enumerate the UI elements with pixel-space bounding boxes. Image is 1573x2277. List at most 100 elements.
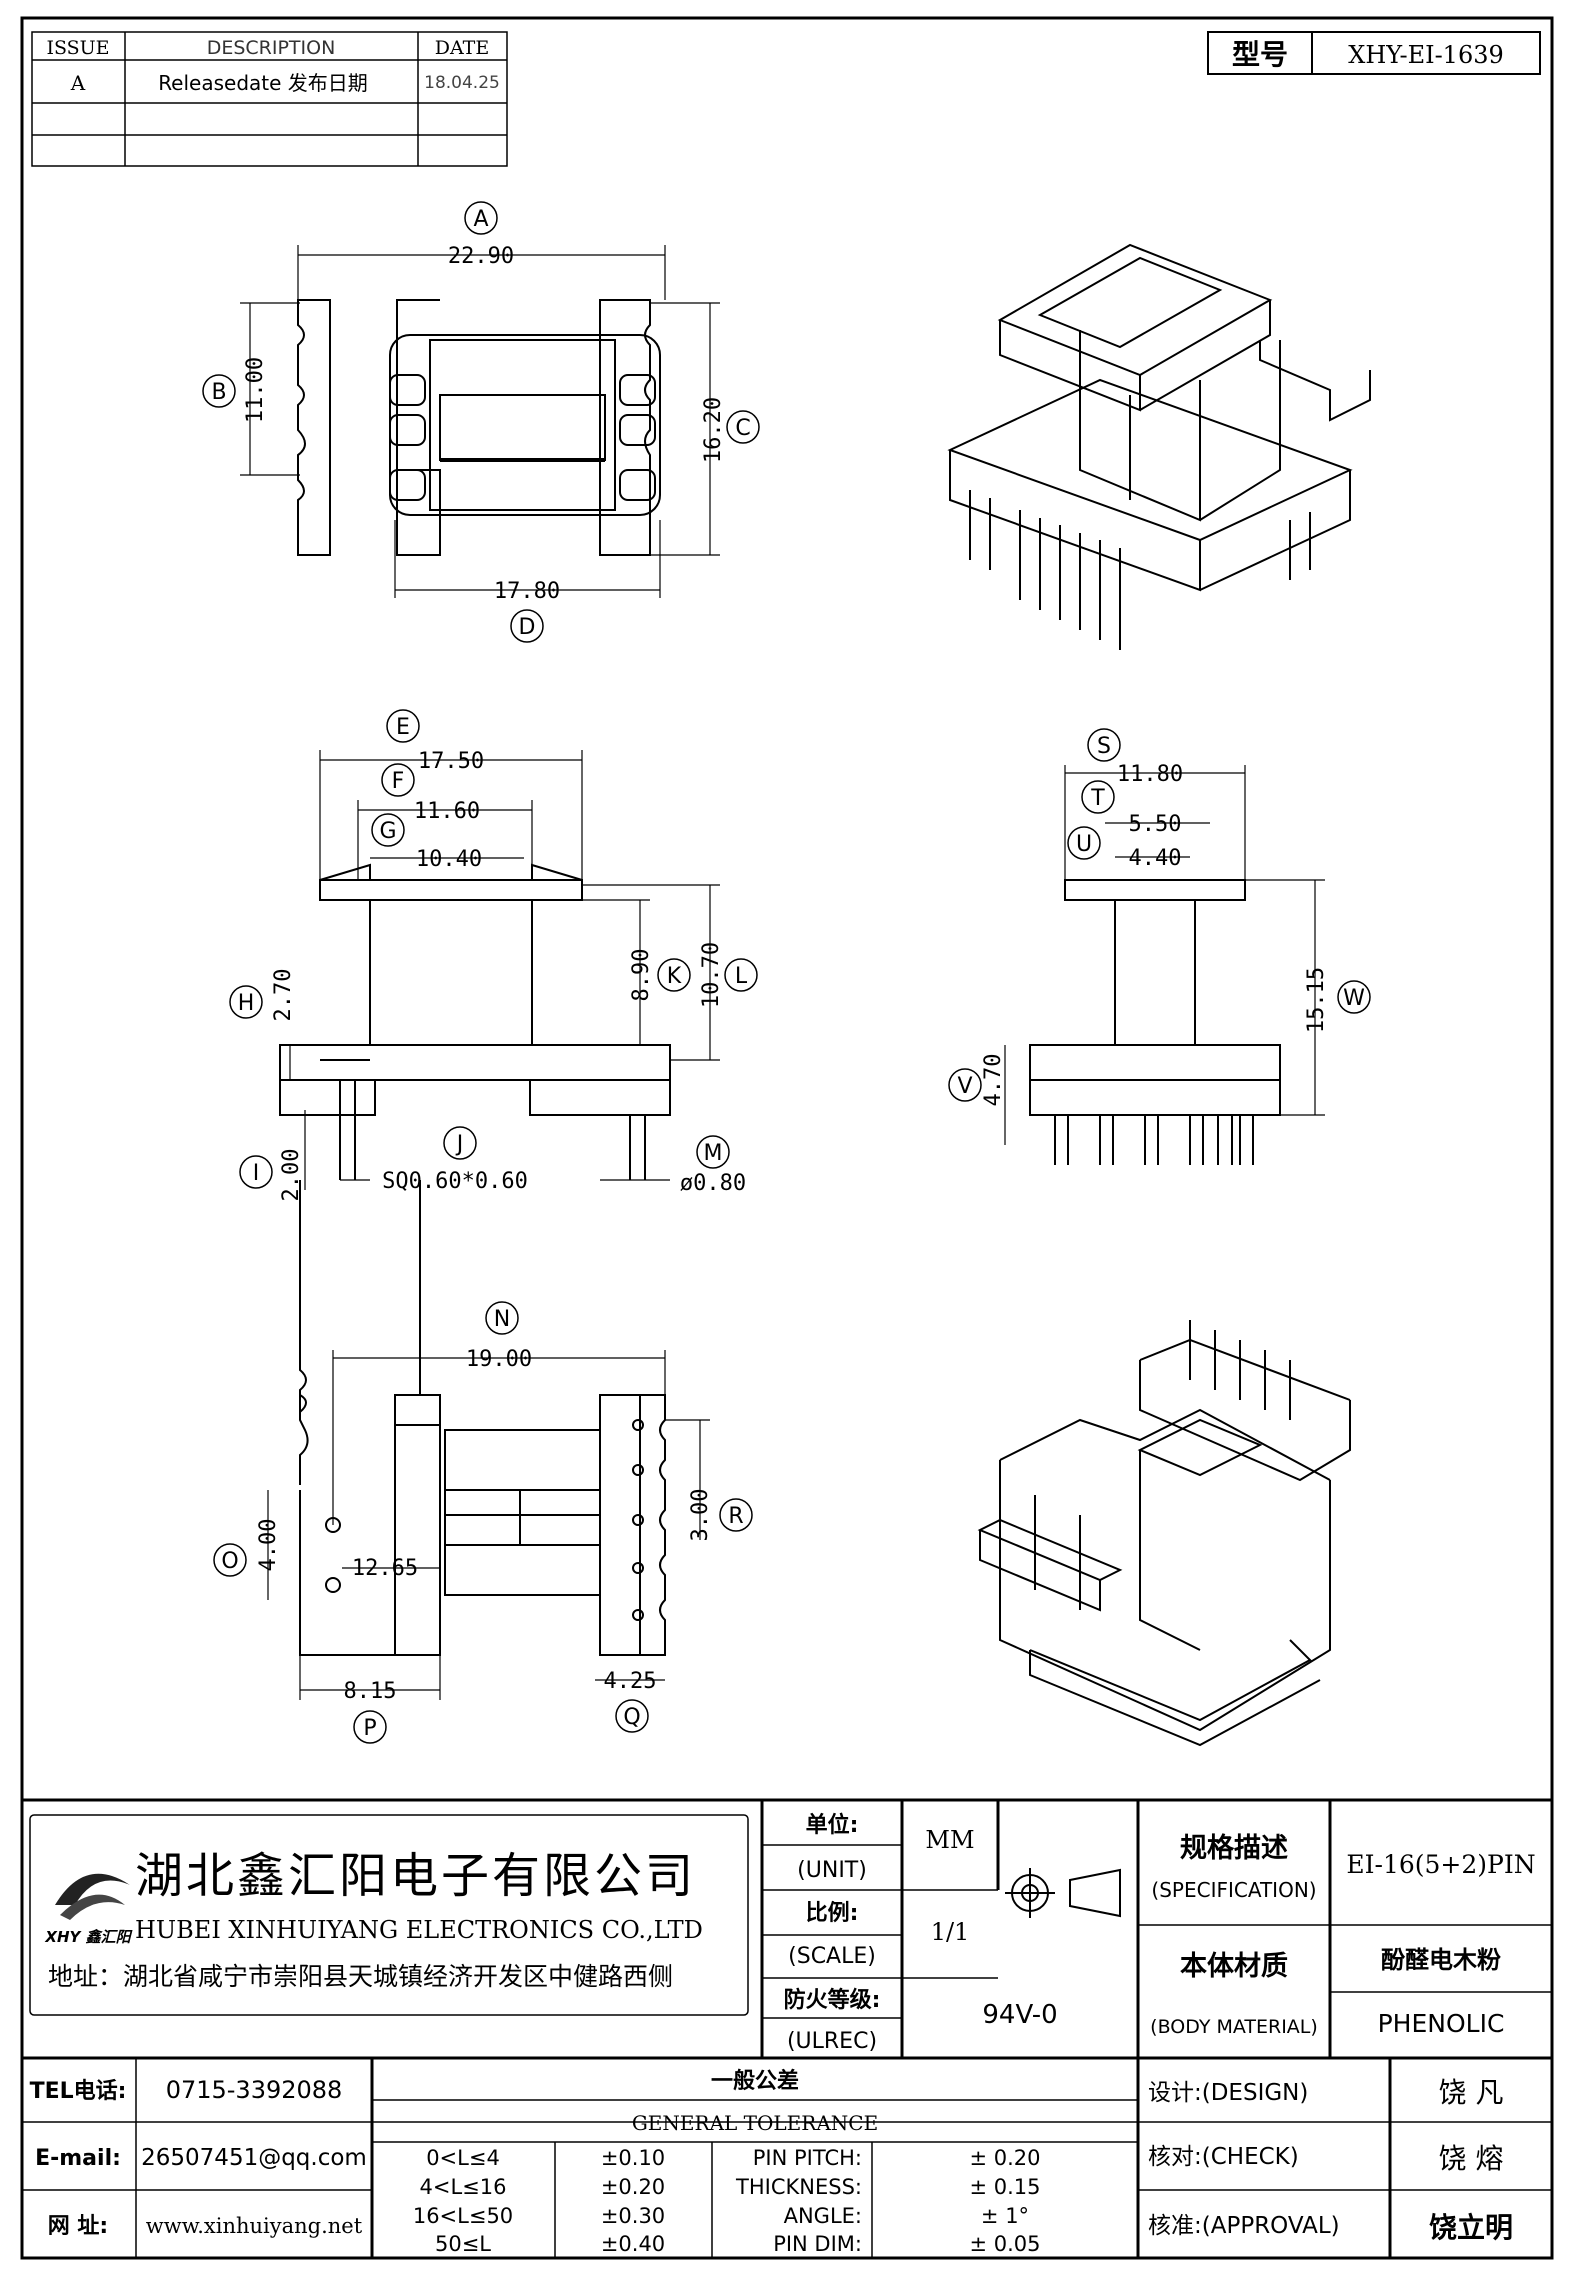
letter-D: D xyxy=(519,615,536,640)
top-view-dims xyxy=(240,245,720,598)
tol-itemval-4: ± 0.05 xyxy=(969,2232,1040,2256)
rev-row-description: Releasedate 发布日期 xyxy=(158,71,368,95)
model-box xyxy=(1207,31,1541,75)
letter-O: O xyxy=(221,1549,238,1574)
rev-header-description: DESCRIPTION xyxy=(207,37,336,59)
dim-W-value: 15.15 xyxy=(1304,967,1329,1033)
letter-T: T xyxy=(1090,786,1105,811)
email-value: 26507451@qq.com xyxy=(141,2145,367,2171)
scale-label-en: (SCALE) xyxy=(788,1944,876,1969)
letter-bubbles-side xyxy=(948,728,1371,1102)
tol-item-3: ANGLE: xyxy=(784,2204,862,2228)
tol-value-4: ±0.40 xyxy=(601,2232,665,2256)
dim-U-value: 4.40 xyxy=(1129,846,1182,871)
letter-J: J xyxy=(455,1132,464,1157)
dim-D-value: 17.80 xyxy=(494,579,560,604)
approval-name: 饶立明 xyxy=(1429,2211,1513,2244)
letter-Q: Q xyxy=(623,1705,640,1730)
rev-header-issue: ISSUE xyxy=(46,37,109,59)
company-address: 地址：湖北省咸宁市崇阳县天城镇经济开发区中健路西侧 xyxy=(48,1962,673,1991)
dim-M-value: ø0.80 xyxy=(680,1171,746,1196)
dim-Q-value: 4.25 xyxy=(604,1669,657,1694)
model-label: 型号 xyxy=(1232,38,1288,71)
rev-row-issue: A xyxy=(70,71,86,95)
tol-range-1: 0<L≤4 xyxy=(426,2146,500,2170)
side-view-dims xyxy=(1004,765,1325,1145)
spec-value: EI-16(5+2)PIN xyxy=(1346,1850,1535,1879)
sheet-border xyxy=(20,16,1554,2260)
tol-value-2: ±0.20 xyxy=(601,2175,665,2199)
letter-bubbles-bottom xyxy=(213,1301,753,1744)
letter-G: G xyxy=(379,819,396,844)
tol-itemval-3: ± 1° xyxy=(981,2204,1029,2228)
unit-label-en: (UNIT) xyxy=(797,1858,867,1883)
tol-value-3: ±0.30 xyxy=(601,2204,665,2228)
material-label-cn: 本体材质 xyxy=(1180,1951,1288,1982)
letter-U: U xyxy=(1076,832,1092,857)
fire-label-cn: 防火等级: xyxy=(784,1987,881,2013)
dim-G-value: 10.40 xyxy=(416,847,482,872)
material-value-en: PHENOLIC xyxy=(1378,2009,1505,2038)
letter-P: P xyxy=(363,1716,376,1741)
side-view xyxy=(1029,879,1281,1165)
model-value: XHY-EI-1639 xyxy=(1348,41,1504,69)
dim-P-value: 8.15 xyxy=(344,1679,397,1704)
dim-inner-value: 12.65 xyxy=(352,1556,418,1581)
company-name-en: HUBEI XINHUIYANG ELECTRONICS CO.,LTD xyxy=(135,1916,703,1944)
dim-E-value: 17.50 xyxy=(418,749,484,774)
logo-text: XHY 鑫汇阳 xyxy=(44,1928,132,1946)
letter-bubbles-front xyxy=(229,709,758,1189)
material-label-en: (BODY MATERIAL) xyxy=(1150,2016,1318,2038)
check-name: 饶 熔 xyxy=(1439,2142,1504,2175)
letter-A: A xyxy=(473,207,488,232)
scale-value: 1/1 xyxy=(931,1918,970,1946)
letter-K: K xyxy=(667,964,682,989)
letter-F: F xyxy=(392,769,405,794)
projection-symbol xyxy=(1005,1868,1121,1918)
approval-label: 核准:(APPROVAL) xyxy=(1148,2213,1340,2239)
tolerance-title-cn: 一般公差 xyxy=(711,2068,799,2094)
front-view xyxy=(279,863,671,1180)
letter-W: W xyxy=(1343,986,1365,1011)
iso-view-bottom-right xyxy=(977,1320,1351,1747)
dim-C-value: 16.20 xyxy=(701,397,726,463)
tol-itemval-2: ± 0.15 xyxy=(969,2175,1040,2199)
rev-row-date: 18.04.25 xyxy=(424,73,500,93)
bottom-view xyxy=(299,1180,666,1656)
tol-item-4: PIN DIM: xyxy=(773,2232,862,2256)
web-label: 网 址: xyxy=(48,2214,108,2239)
tel-label: TEL电话: xyxy=(30,2079,127,2104)
letter-H: H xyxy=(238,991,255,1016)
dim-R-value: 3.00 xyxy=(688,1489,713,1542)
rev-header-date: DATE xyxy=(435,37,489,59)
bottom-view-dims xyxy=(267,1350,710,1700)
dim-V-value: 4.70 xyxy=(981,1054,1006,1107)
revision-table xyxy=(31,31,508,167)
material-value-cn: 酚醛电木粉 xyxy=(1381,1946,1501,1974)
top-view xyxy=(297,299,661,556)
check-label: 核对:(CHECK) xyxy=(1148,2144,1299,2170)
unit-value: MM xyxy=(925,1826,974,1854)
tol-itemval-1: ± 0.20 xyxy=(969,2146,1040,2170)
tolerance-title-en: GENERAL TOLERANCE xyxy=(632,2111,878,2135)
dim-B-value: 11.00 xyxy=(243,357,268,423)
dim-F-value: 11.60 xyxy=(414,799,480,824)
letter-B: B xyxy=(211,380,226,405)
tol-value-1: ±0.10 xyxy=(601,2146,665,2170)
front-view-dims xyxy=(289,750,720,1190)
fire-value: 94V-0 xyxy=(982,2000,1057,2030)
iso-view-top-right xyxy=(947,243,1371,650)
letter-L: L xyxy=(735,964,748,989)
web-value: www.xinhuiyang.net xyxy=(146,2214,363,2238)
dim-K-value: 8.90 xyxy=(629,949,654,1002)
spec-label-cn: 规格描述 xyxy=(1180,1833,1288,1864)
letter-M: M xyxy=(704,1141,723,1166)
spec-label-en: (SPECIFICATION) xyxy=(1151,1878,1316,1902)
fire-label-en: (ULREC) xyxy=(787,2029,877,2054)
dim-N-value: 19.00 xyxy=(466,1347,532,1372)
unit-label-cn: 单位: xyxy=(806,1812,859,1838)
design-name: 饶 凡 xyxy=(1439,2076,1504,2109)
dim-L-value: 10.70 xyxy=(699,942,724,1008)
tol-range-2: 4<L≤16 xyxy=(420,2175,507,2199)
